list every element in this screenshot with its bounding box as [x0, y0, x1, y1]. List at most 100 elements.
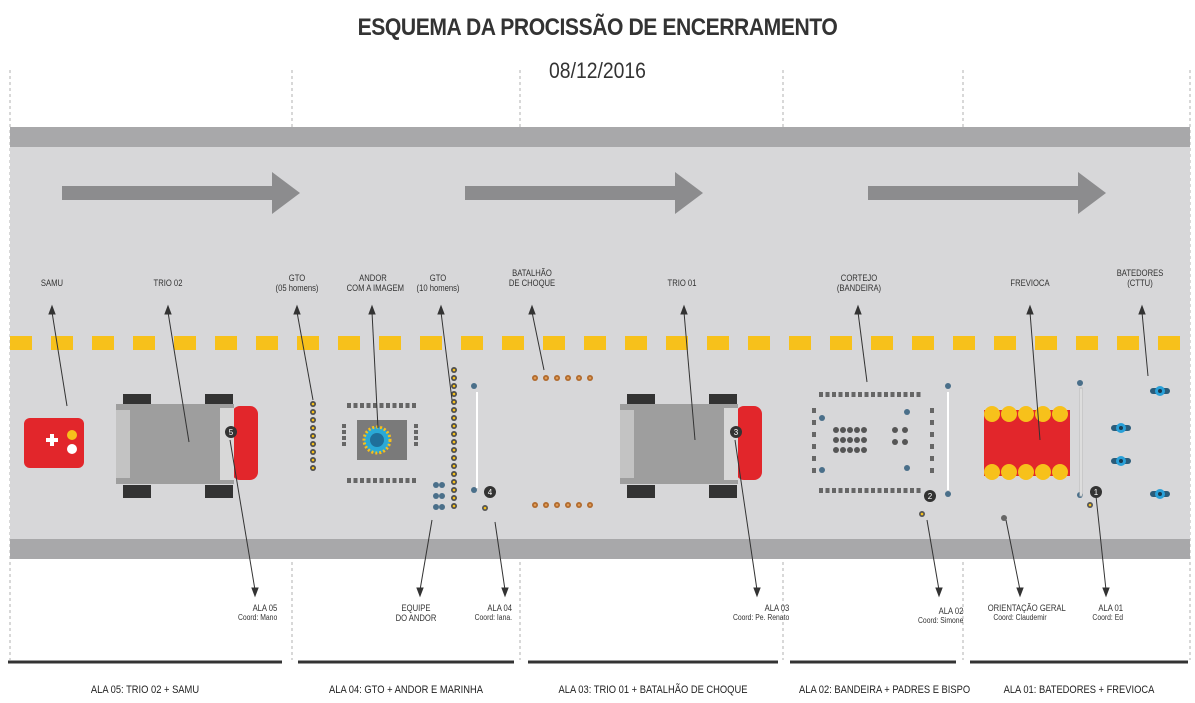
cortejo-person [812, 432, 816, 437]
lane-dash [1035, 336, 1057, 350]
lane-dash [379, 336, 401, 350]
label-gto10: GTO(10 homens) [414, 273, 462, 293]
andor-person [342, 436, 346, 440]
person [433, 504, 439, 510]
frevioca-ropes [1079, 387, 1083, 497]
cortejo-person [916, 488, 921, 493]
ala-05-coord: Coord: Mano [237, 613, 277, 622]
person-head [452, 440, 456, 444]
person-head [452, 464, 456, 468]
frevioca-scallop [1035, 406, 1051, 422]
andor-person [414, 436, 418, 440]
lane-dash [830, 336, 852, 350]
person-head [483, 506, 487, 510]
motorcycle-helmet [1158, 492, 1162, 496]
cortejo-person [890, 392, 895, 397]
cortejo-person [838, 488, 843, 493]
cortejo-person [884, 488, 888, 493]
cortejo-person [890, 488, 895, 493]
label-batalhao-line1: BATALHÃO [512, 268, 552, 278]
cortejo-person [871, 488, 875, 493]
person-head [577, 503, 581, 507]
person-head [555, 503, 559, 507]
cortejo-person [864, 392, 869, 397]
andor-person [360, 478, 364, 483]
cortejo-person [812, 420, 816, 425]
person [1001, 515, 1007, 521]
lane-dash [215, 336, 237, 350]
cortejo-person [819, 488, 823, 493]
person-head [452, 392, 456, 396]
andor-person [347, 403, 351, 408]
cortejo-person [851, 392, 856, 397]
person-head [311, 418, 315, 422]
andor-person [353, 478, 358, 483]
trio-01-truck [620, 394, 762, 498]
label-equipe-line2: DO ANDOR [395, 613, 437, 623]
equipe-andor-people [433, 380, 1093, 521]
lane-dash [1076, 336, 1098, 350]
person-head [588, 503, 592, 507]
person-head [452, 432, 456, 436]
cortejo-person [858, 392, 862, 397]
person [439, 482, 445, 488]
footer-ala-02: ALA 02: BANDEIRA + PADRES E BISPO [799, 684, 971, 696]
person-head [452, 424, 456, 428]
cortejo-person [864, 488, 869, 493]
person-head [452, 448, 456, 452]
lane-dash [256, 336, 278, 350]
footer-ala-04: ALA 04: GTO + ANDOR E MARINHA [329, 684, 483, 696]
person [1077, 380, 1083, 386]
cortejo-person [930, 432, 934, 437]
lane-dash [912, 336, 934, 350]
person-head [588, 376, 592, 380]
andor-person [366, 478, 371, 483]
direction-arrow [868, 172, 1106, 214]
label-samu: SAMU [40, 278, 64, 288]
person-head [452, 384, 456, 388]
lane-dash [51, 336, 73, 350]
person [854, 447, 860, 453]
road-edge-bottom [10, 539, 1190, 559]
frevioca-scallop [1001, 464, 1017, 480]
person-head [311, 426, 315, 430]
person [847, 437, 853, 443]
person [847, 447, 853, 453]
person [945, 383, 951, 389]
cortejo-person [916, 392, 921, 397]
cortejo-person [825, 488, 830, 493]
cortejo-person [845, 392, 849, 397]
cortejo-person [930, 444, 934, 449]
andor-person [379, 478, 384, 483]
ala-badge [225, 426, 237, 438]
person-head [1088, 503, 1092, 507]
ala-badge [484, 486, 496, 498]
frevioca-scallop [1018, 464, 1034, 480]
person-head [452, 400, 456, 404]
lane-dash [420, 336, 442, 350]
cortejo-person [812, 456, 816, 461]
andor-person [414, 442, 418, 446]
person-head [311, 458, 315, 462]
ala-04-name: ALA 04 [487, 603, 512, 613]
cortejo-person [897, 392, 901, 397]
lane-dash [133, 336, 155, 350]
label-batedores: BATEDORES(CTTU) [1113, 268, 1167, 288]
ala-03-name: ALA 03 [764, 603, 789, 613]
batedores-motorcycles [1111, 386, 1170, 499]
cortejo-person [910, 392, 914, 397]
label-gto05: GTO(05 homens) [274, 273, 320, 293]
person-head [311, 466, 315, 470]
ala-05-name: ALA 05 [252, 603, 277, 613]
ala-badge [924, 490, 936, 502]
label-gto10-line2: (10 homens) [416, 283, 460, 293]
ala-02-name: ALA 02 [938, 606, 963, 616]
cortejo-person [930, 456, 934, 461]
cortejo-person [832, 488, 836, 493]
label-trio02: TRIO 02 [153, 278, 183, 288]
andor-person [342, 430, 346, 434]
